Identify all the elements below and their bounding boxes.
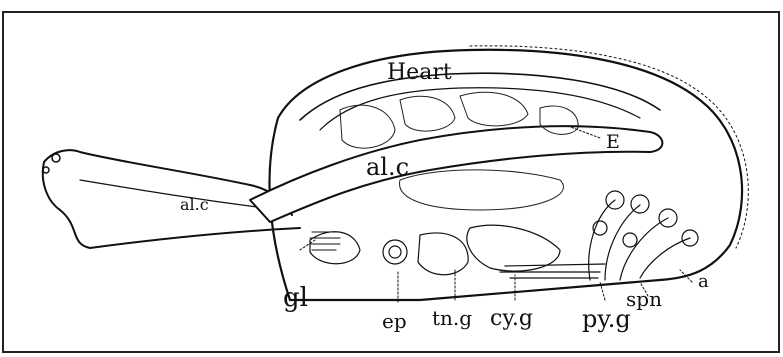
- label-pyg: py.g: [582, 305, 631, 333]
- label-ep: ep: [382, 309, 407, 333]
- label-alimentary-canal-main: al.c: [366, 153, 409, 181]
- label-cyg: cy.g: [490, 306, 533, 331]
- label-heart: Heart: [387, 60, 452, 85]
- label-spn: spn: [626, 287, 662, 311]
- label-alimentary-canal-left: al.c: [180, 195, 209, 214]
- label-e: E: [606, 131, 620, 153]
- label-gl: gl: [283, 283, 308, 313]
- label-a: a: [698, 271, 709, 292]
- label-tng: tn.g: [432, 306, 472, 330]
